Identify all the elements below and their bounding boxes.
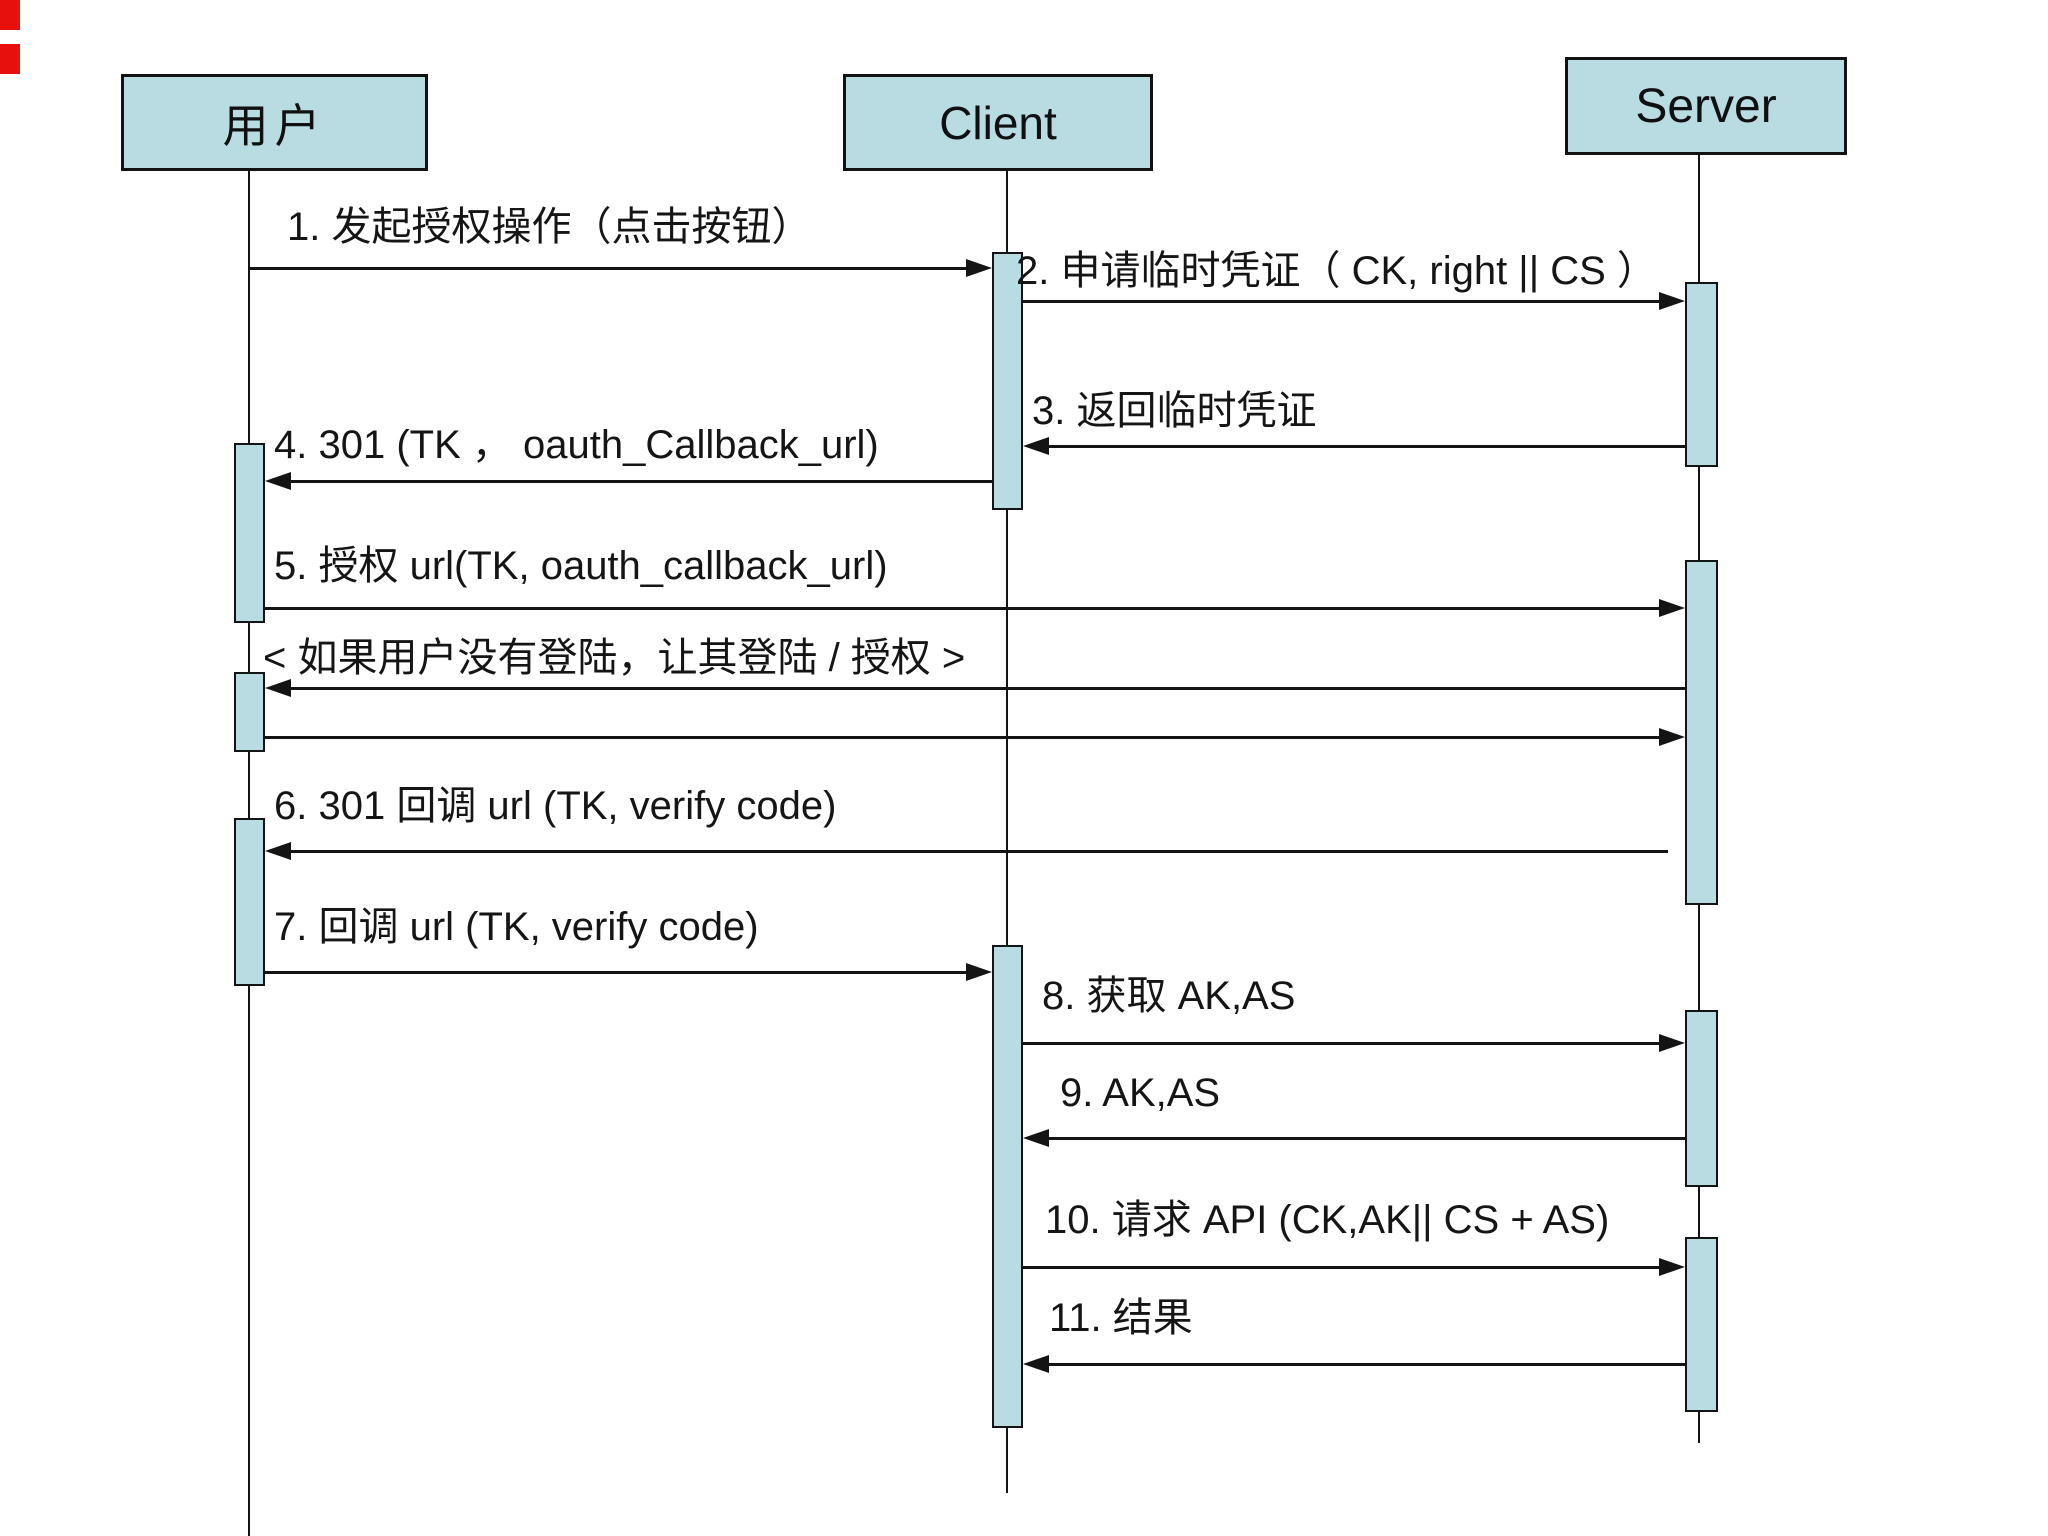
actor-label-server: Server bbox=[1635, 79, 1777, 133]
actor-box-user: 用户 bbox=[121, 74, 428, 171]
guard-return-arrow bbox=[289, 687, 1685, 690]
message-9-label: 9. AK,AS bbox=[1060, 1071, 1221, 1115]
red-corner-marker bbox=[0, 44, 20, 74]
message-7-label: 7. 回调 url (TK, verify code) bbox=[274, 905, 759, 949]
message-4-label: 4. 301 (TK ， oauth_Callback_url) bbox=[274, 423, 879, 467]
message-5-label: 5. 授权 url(TK, oauth_callback_url) bbox=[274, 544, 888, 588]
activation-bar-user-1 bbox=[234, 443, 265, 623]
activation-bar-user-2 bbox=[234, 672, 265, 752]
arrowhead-left-icon bbox=[265, 472, 291, 490]
message-3-label: 3. 返回临时凭证 bbox=[1032, 389, 1317, 433]
activation-bar-client-2 bbox=[992, 945, 1023, 1428]
message-9-arrow bbox=[1047, 1137, 1685, 1140]
arrowhead-right-icon bbox=[1659, 599, 1685, 617]
message-5-arrow bbox=[265, 607, 1661, 610]
actor-box-client: Client bbox=[843, 74, 1153, 171]
arrowhead-right-icon bbox=[1659, 728, 1685, 746]
activation-bar-server-4 bbox=[1685, 1237, 1718, 1412]
message-8-label: 8. 获取 AK,AS bbox=[1042, 974, 1296, 1018]
activation-bar-client-1 bbox=[992, 252, 1023, 510]
arrowhead-right-icon bbox=[966, 259, 992, 277]
activation-bar-user-3 bbox=[234, 818, 265, 986]
message-2-label: 2. 申请临时凭证（ CK, right || CS ） bbox=[1016, 249, 1657, 293]
message-11-label: 11. 结果 bbox=[1049, 1296, 1193, 1340]
message-8-arrow bbox=[1023, 1042, 1661, 1045]
arrowhead-right-icon bbox=[1659, 1034, 1685, 1052]
message-3-arrow bbox=[1047, 445, 1685, 448]
guard-note-label: < 如果用户没有登陆，让其登陆 / 授权 > bbox=[263, 636, 966, 680]
arrowhead-left-icon bbox=[1023, 437, 1049, 455]
arrowhead-right-icon bbox=[1659, 1258, 1685, 1276]
activation-bar-server-2 bbox=[1685, 560, 1718, 905]
actor-label-user: 用户 bbox=[222, 99, 327, 152]
actor-box-server: Server bbox=[1565, 57, 1847, 155]
arrowhead-right-icon bbox=[1659, 292, 1685, 310]
message-10-arrow bbox=[1023, 1266, 1661, 1269]
message-2-arrow bbox=[1023, 300, 1661, 303]
message-4-arrow bbox=[289, 480, 992, 483]
message-1-label: 1. 发起授权操作（点击按钮） bbox=[287, 205, 812, 249]
arrowhead-right-icon bbox=[966, 963, 992, 981]
red-corner-marker bbox=[0, 0, 20, 30]
message-6-arrow bbox=[289, 850, 1668, 853]
activation-bar-server-3 bbox=[1685, 1010, 1718, 1187]
message-10-label: 10. 请求 API (CK,AK|| CS + AS) bbox=[1045, 1198, 1610, 1242]
message-1-arrow bbox=[249, 267, 968, 270]
arrowhead-left-icon bbox=[1023, 1129, 1049, 1147]
lifeline-client bbox=[1006, 171, 1008, 1493]
actor-label-client: Client bbox=[939, 96, 1057, 149]
message-11-arrow bbox=[1047, 1363, 1685, 1366]
activation-bar-server-1 bbox=[1685, 282, 1718, 467]
arrowhead-left-icon bbox=[265, 842, 291, 860]
arrowhead-left-icon bbox=[1023, 1355, 1049, 1373]
message-6-label: 6. 301 回调 url (TK, verify code) bbox=[274, 784, 837, 828]
arrowhead-left-icon bbox=[265, 679, 291, 697]
message-7-arrow bbox=[265, 971, 968, 974]
guard-forward-arrow bbox=[265, 736, 1661, 739]
